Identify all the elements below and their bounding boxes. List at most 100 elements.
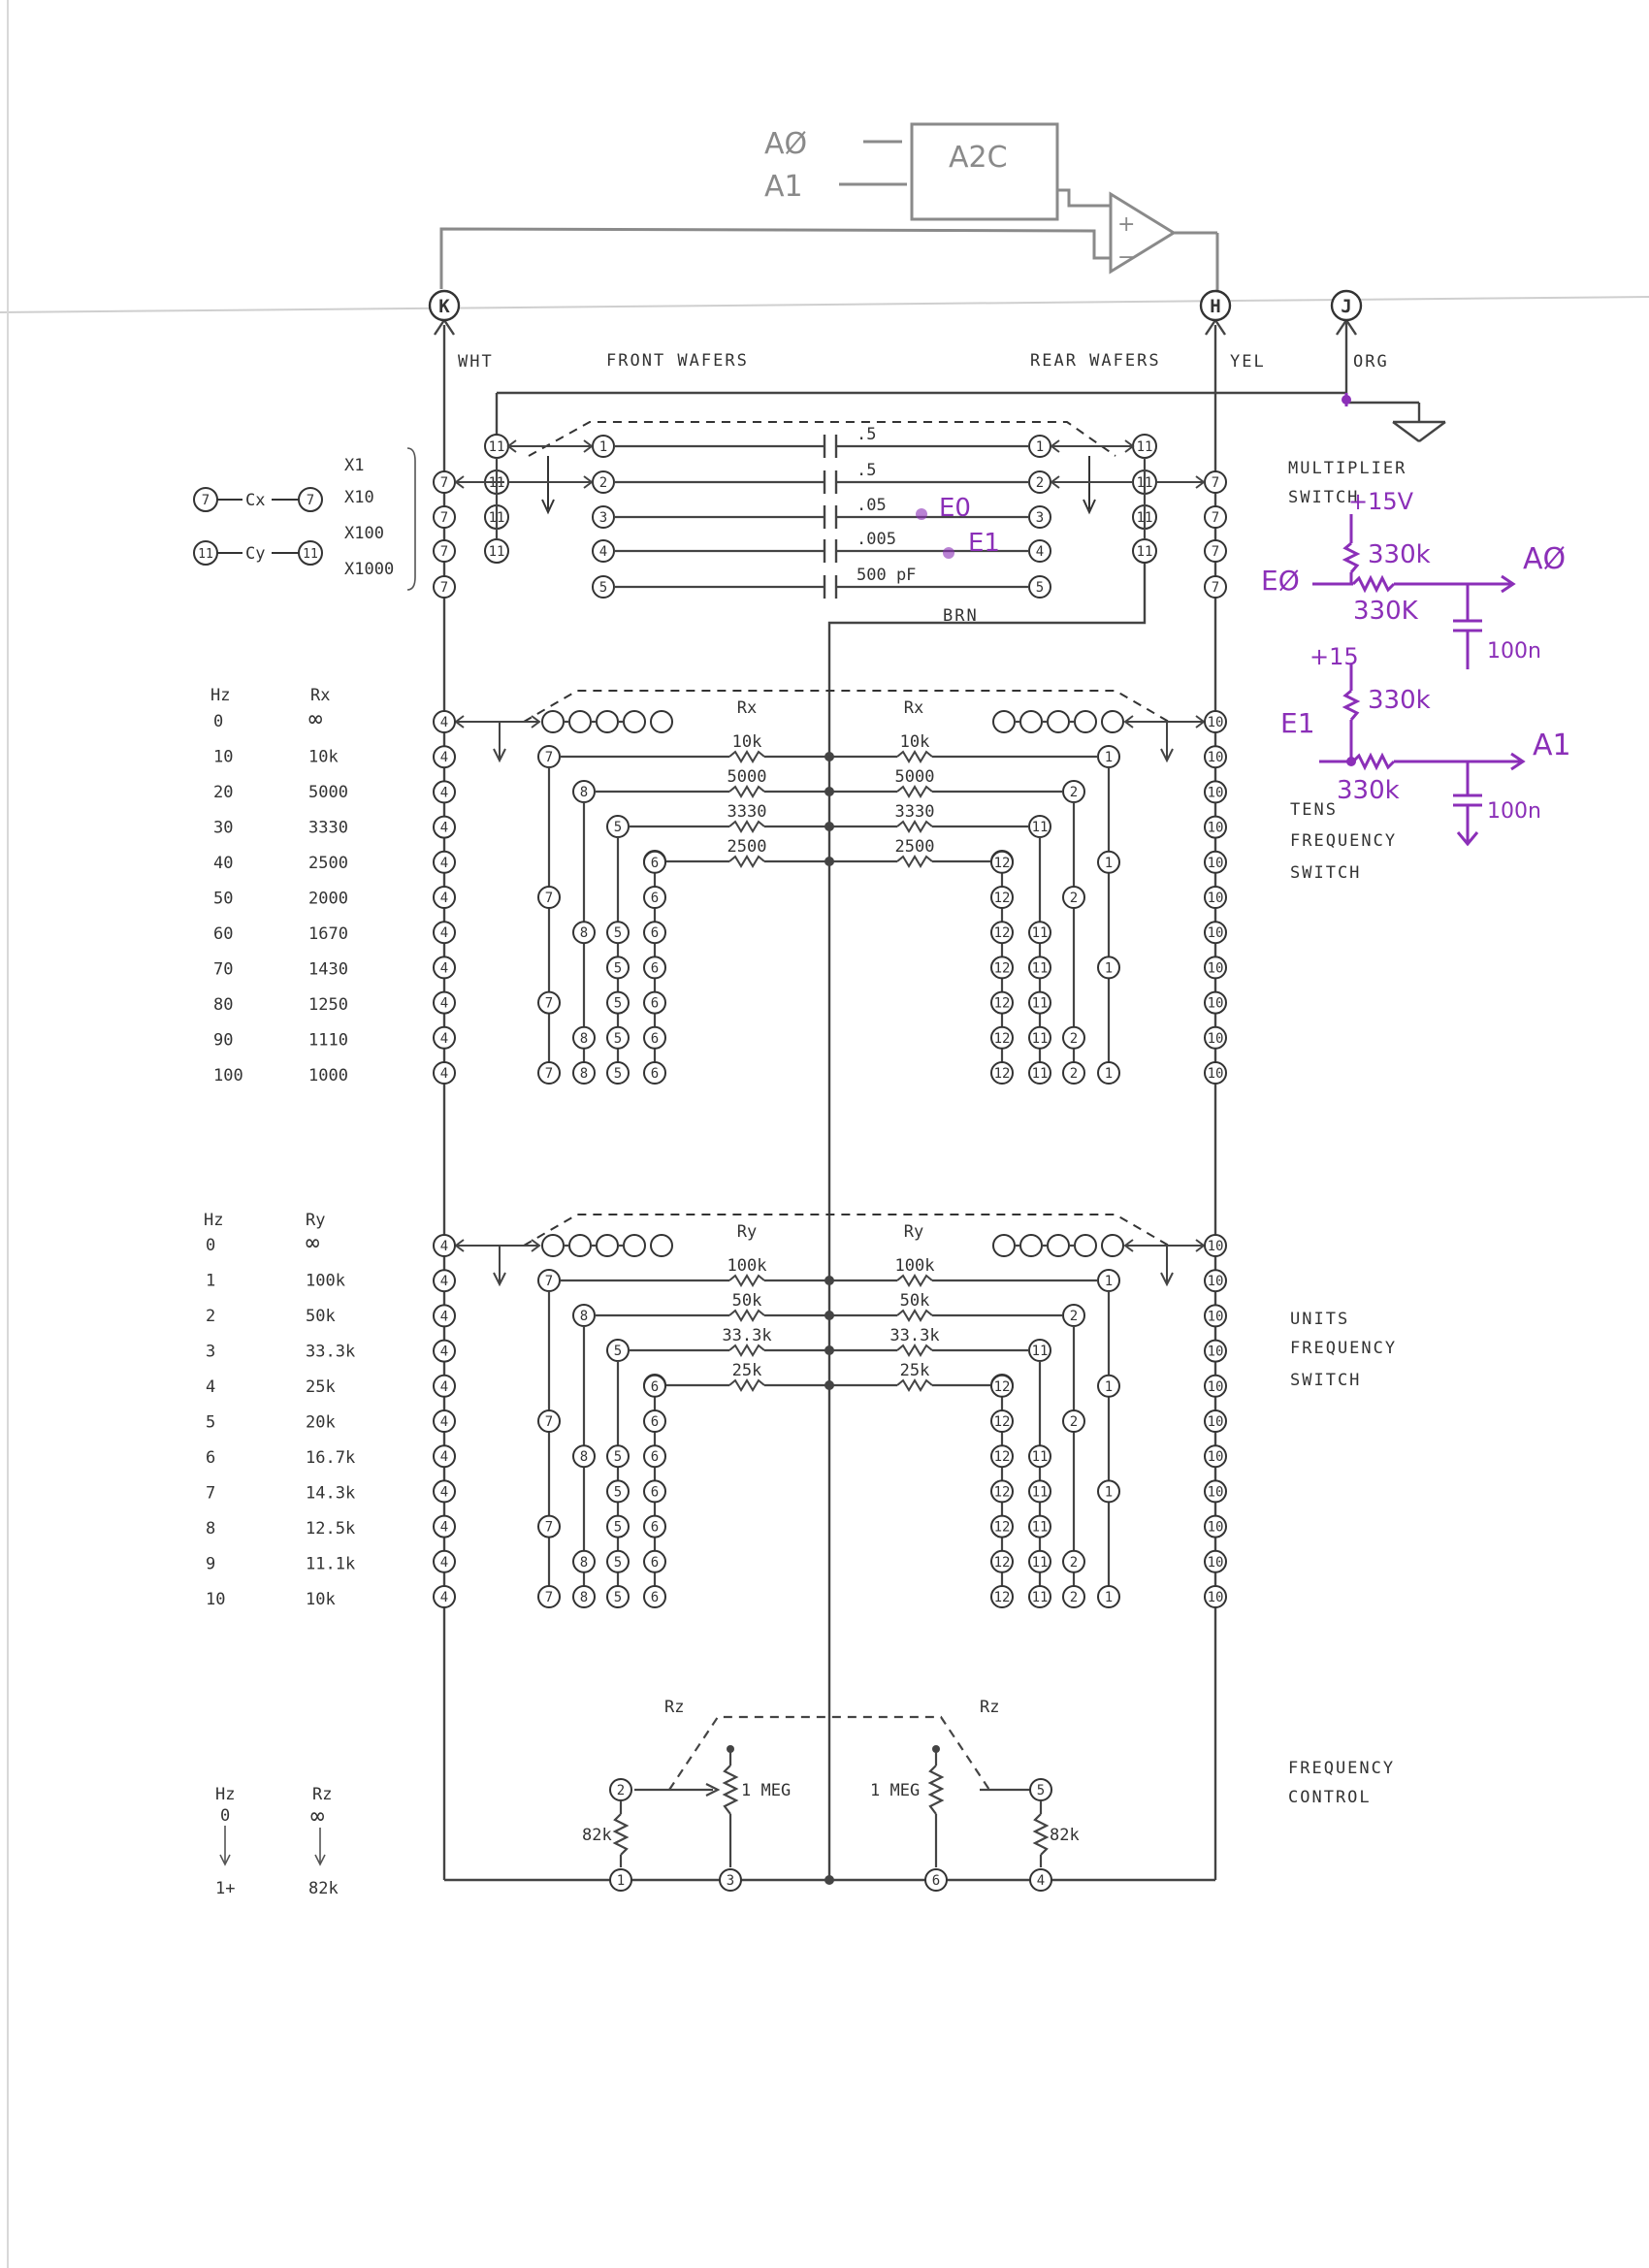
units-col-pin-11-8: 11 xyxy=(1028,1549,1051,1573)
fc-label-line1: FREQUENCY xyxy=(1288,1759,1395,1778)
units-ladder-rear-pin-1: 1 xyxy=(1097,1269,1120,1292)
tens-resistor-front-0 xyxy=(728,750,765,763)
tens-front-contact-4 xyxy=(650,710,673,733)
bus-k-pin-7-1-label: 7 xyxy=(440,510,448,526)
units-col-pin-6-6-label: 6 xyxy=(651,1484,659,1500)
tens-table-hz-header: Hz xyxy=(210,686,230,705)
units-col-pin-6-3-label: 6 xyxy=(651,1379,659,1395)
tens-bus-h-pin-10-7: 10 xyxy=(1204,956,1227,980)
bus-k-pin-7-2: 7 xyxy=(433,539,456,563)
units-rear-contact-4 xyxy=(1101,1234,1124,1257)
units-bus-h-pin-10-4: 10 xyxy=(1204,1374,1227,1398)
units-col-pin-6-6: 6 xyxy=(643,1479,666,1504)
tens-label-line2: FREQUENCY xyxy=(1290,831,1397,851)
tens-col-pin-7-7-label: 7 xyxy=(545,996,553,1012)
units-resistor-rear-1 xyxy=(896,1309,933,1322)
bus-k-pin-7-3: 7 xyxy=(433,575,456,599)
units-arrow-down-left xyxy=(493,1246,506,1287)
units-col-pin-12-7-label: 12 xyxy=(994,1520,1011,1536)
units-resistor-rear-value-0: 100k xyxy=(895,1256,935,1276)
units-front-contact-4 xyxy=(650,1234,673,1257)
svg-text:7: 7 xyxy=(307,493,314,508)
units-col-pin-5-6-label: 5 xyxy=(614,1484,622,1500)
tens-bus-k-pin-4-10: 4 xyxy=(433,1061,456,1085)
units-col-pin-11-9: 11 xyxy=(1028,1585,1051,1608)
front-11-pin-3: 11 xyxy=(484,538,509,564)
tens-col-pin-6-5-label: 6 xyxy=(651,925,659,941)
units-label-line1: UNITS xyxy=(1290,1310,1349,1329)
bus-h-pin-7-1: 7 xyxy=(1204,505,1227,529)
multiplier-pos-x1000: X1000 xyxy=(344,560,394,579)
multiplier-label-line1: MULTIPLIER xyxy=(1288,459,1406,478)
tens-table-r-4: 2500 xyxy=(308,854,348,873)
tens-bus-k-pin-4-6-label: 4 xyxy=(440,925,448,941)
cap-row-rear-pin-3: 3 xyxy=(1028,505,1051,529)
units-col-pin-12-5: 12 xyxy=(990,1444,1014,1469)
tens-arrow-down-right xyxy=(1160,722,1174,763)
frequency-control xyxy=(612,1715,1050,1867)
units-col-pin-8-9: 8 xyxy=(572,1585,596,1608)
units-col-pin-7-4-label: 7 xyxy=(545,1414,553,1430)
tens-resistor-title-rear: Rx xyxy=(904,698,923,718)
cap-row-front-pin-2: 2 xyxy=(592,470,615,494)
units-front-contact-0 xyxy=(541,1234,565,1257)
tens-table-r-3: 3330 xyxy=(308,819,348,838)
tens-rear-contact-1 xyxy=(1019,710,1043,733)
tens-col-pin-12-5-label: 12 xyxy=(994,925,1011,941)
annotation-e1-cap: E1 xyxy=(968,529,1000,558)
units-ladder-rear-pin-11-label: 11 xyxy=(1032,1344,1049,1359)
tens-col-pin-8-8: 8 xyxy=(572,1025,596,1050)
tens-table-hz-8: 80 xyxy=(213,995,233,1015)
tens-col-pin-11-6: 11 xyxy=(1028,956,1051,980)
tens-col-pin-6-4: 6 xyxy=(643,886,666,909)
svg-text:H: H xyxy=(1210,296,1220,317)
cap-row-front-pin-4: 4 xyxy=(592,539,615,563)
units-table-hz-5: 5 xyxy=(206,1413,215,1433)
tens-col-pin-8-8-label: 8 xyxy=(580,1031,588,1047)
tens-bus-h-pin-10-4: 10 xyxy=(1204,850,1227,874)
rear-11-pin-3-label: 11 xyxy=(1137,544,1153,560)
tens-col-pin-12-9-label: 12 xyxy=(994,1066,1011,1082)
tens-table-r-8: 1250 xyxy=(308,995,348,1015)
units-col-pin-2-4-label: 2 xyxy=(1070,1414,1078,1430)
bus-k-pin-7-3-label: 7 xyxy=(440,580,448,596)
units-col-pin-2-8: 2 xyxy=(1062,1549,1085,1573)
tens-bus-k-pin-4-7: 4 xyxy=(433,956,456,980)
tens-ladder-front-pin-8-label: 8 xyxy=(580,785,588,800)
tens-col-pin-8-9-label: 8 xyxy=(580,1066,588,1082)
units-table-r-9: 11.1k xyxy=(306,1555,355,1574)
tens-table-hz-1: 10 xyxy=(213,748,233,767)
cap-value-0: .5 xyxy=(857,425,876,444)
annotation-e1-dot xyxy=(943,547,954,559)
units-bus-k-pin-4-5-label: 4 xyxy=(440,1414,448,1430)
tens-bus-h-pin-10-3: 10 xyxy=(1204,815,1227,839)
tens-resistor-front-3 xyxy=(728,855,765,868)
units-col-pin-12-3-label: 12 xyxy=(994,1379,1011,1395)
svg-text:J: J xyxy=(1341,296,1351,317)
units-col-pin-12-6-label: 12 xyxy=(994,1484,1011,1500)
tens-col-pin-11-8: 11 xyxy=(1028,1025,1051,1050)
tens-bus-k-pin-4-2: 4 xyxy=(433,780,456,804)
tens-col-pin-2-4: 2 xyxy=(1062,886,1085,909)
units-bus-k-pin-4-8-label: 4 xyxy=(440,1520,448,1536)
fc-pin-6: 6 xyxy=(924,1868,948,1892)
tens-double-arrow-front xyxy=(454,715,541,729)
units-ladder-rear-pin-11: 11 xyxy=(1028,1339,1051,1362)
units-col-pin-1-9-label: 1 xyxy=(1105,1590,1113,1605)
units-col-pin-7-9: 7 xyxy=(537,1585,561,1608)
yel-label: YEL xyxy=(1230,352,1266,372)
tens-resistor-front-value-2: 3330 xyxy=(728,802,767,822)
svg-text:0: 0 xyxy=(220,1806,230,1826)
units-table-r-8: 12.5k xyxy=(306,1519,355,1539)
tens-col-pin-6-5: 6 xyxy=(643,921,666,945)
tens-col-pin-2-9: 2 xyxy=(1062,1061,1085,1085)
pot-left-top xyxy=(727,1745,734,1753)
cap-row-front-pin-3-label: 3 xyxy=(599,510,607,526)
units-resistor-front-value-3: 25k xyxy=(732,1361,762,1380)
units-col-pin-11-5: 11 xyxy=(1028,1444,1051,1469)
units-bus-k-pin-4-5: 4 xyxy=(433,1409,456,1433)
tens-bus-h-pin-10-10: 10 xyxy=(1204,1061,1227,1085)
tens-col-pin-6-7: 6 xyxy=(643,990,666,1015)
svg-text:1+: 1+ xyxy=(215,1879,235,1898)
